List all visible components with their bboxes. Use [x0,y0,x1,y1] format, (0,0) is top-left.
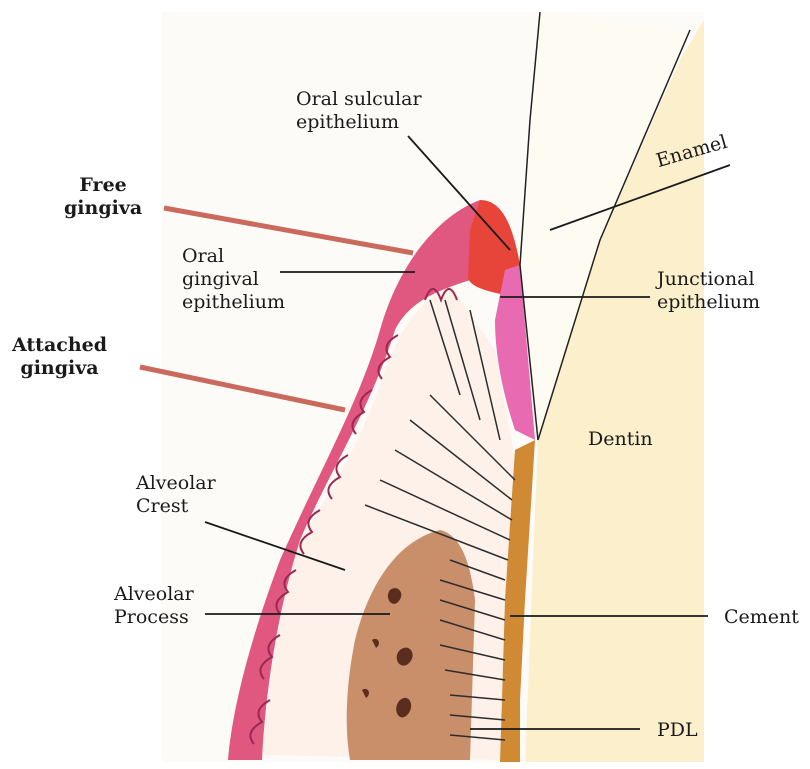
label-pdl: PDL [657,719,698,742]
label-junctional-line1: Junctional [657,268,760,291]
label-oral-gingival-line3: epithelium [182,291,285,314]
label-free-gingiva-line1: Free [64,174,142,197]
label-alveolar-crest-line1: Alveolar [136,472,216,495]
label-oral-sulcular-line1: Oral sulcular [296,88,422,111]
label-dentin: Dentin [588,428,653,451]
label-oral-gingival-epithelium: Oral gingival epithelium [182,245,285,314]
label-oral-sulcular-epithelium: Oral sulcular epithelium [296,88,422,134]
label-alveolar-process-line2: Process [114,606,194,629]
label-junctional-line2: epithelium [657,291,760,314]
label-attached-gingiva-line2: gingiva [12,357,107,380]
label-attached-gingiva-line1: Attached [12,334,107,357]
label-alveolar-process: Alveolar Process [114,583,194,629]
label-junctional-epithelium: Junctional epithelium [657,268,760,314]
label-free-gingiva: Free gingiva [64,174,142,220]
label-pdl-text: PDL [657,719,698,742]
label-attached-gingiva: Attached gingiva [12,334,107,380]
label-alveolar-crest-line2: Crest [136,495,216,518]
label-oral-gingival-line1: Oral [182,245,285,268]
label-oral-gingival-line2: gingival [182,268,285,291]
label-cement: Cement [724,606,799,629]
label-alveolar-crest: Alveolar Crest [136,472,216,518]
label-free-gingiva-line2: gingiva [64,197,142,220]
label-alveolar-process-line1: Alveolar [114,583,194,606]
label-dentin-text: Dentin [588,428,653,451]
label-oral-sulcular-line2: epithelium [296,111,422,134]
label-cement-text: Cement [724,606,799,629]
